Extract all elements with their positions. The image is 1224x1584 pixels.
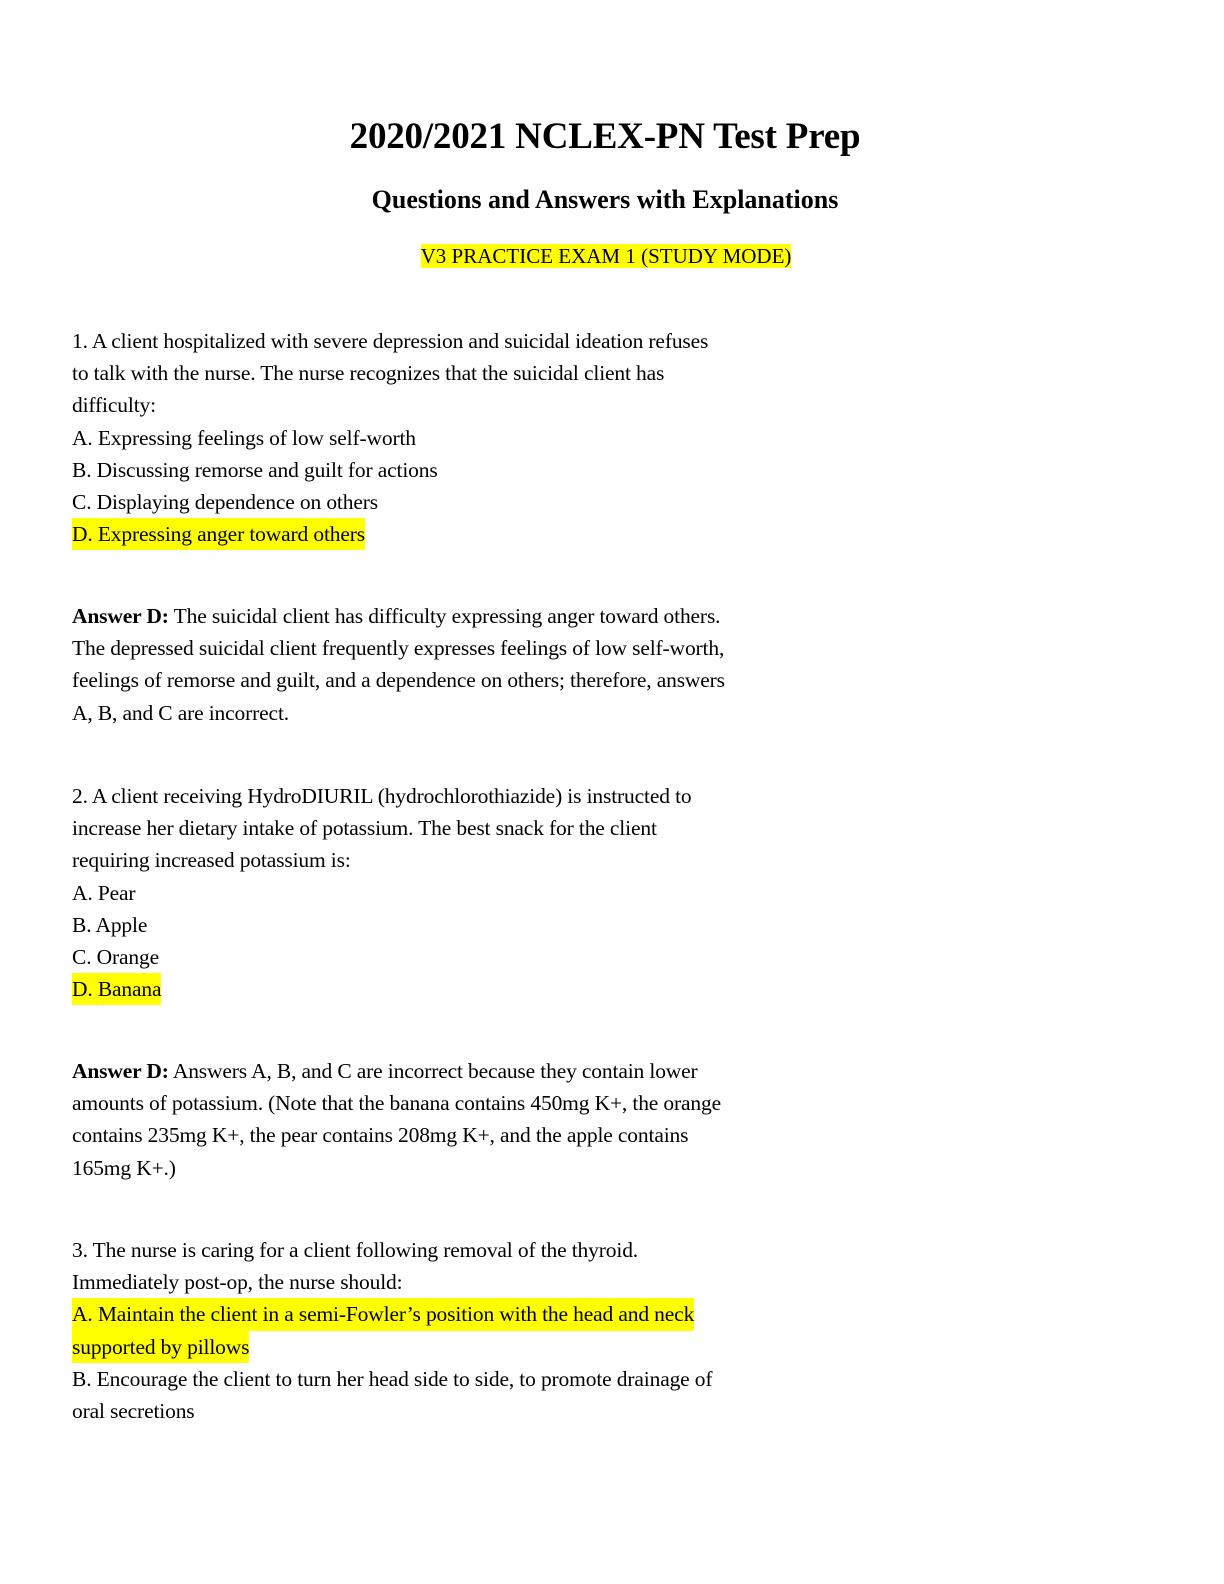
answer-prefix: Answer D: [72, 604, 169, 628]
question-stem-line: increase her dietary intake of potassium… [72, 816, 657, 841]
explanation-line: The suicidal client has difficulty expre… [168, 604, 721, 628]
question-stem-line: 1. A client hospitalized with severe dep… [72, 329, 709, 353]
answer-prefix: Answer D: [72, 1059, 169, 1083]
question-1: 1. A client hospitalized with severe dep… [72, 325, 872, 551]
document-subtitle: Questions and Answers with Explanations [371, 185, 839, 214]
answer-option-b-cont: oral secretions [72, 1399, 195, 1424]
explanation-line: contains 235mg K+, the pear contains 208… [72, 1123, 689, 1148]
answer-explanation-2: Answer D: Answers A, B, and C are incorr… [72, 1055, 872, 1184]
explanation-line: A, B, and C are incorrect. [72, 700, 289, 725]
answer-option-b: B. Encourage the client to turn her head… [72, 1366, 713, 1391]
answer-explanation-1: Answer D: The suicidal client has diffic… [72, 600, 872, 729]
explanation-line: Answers A, B, and C are incorrect becaus… [168, 1059, 698, 1083]
answer-option-c: C. Displaying dependence on others [72, 490, 378, 515]
explanation-line: amounts of potassium. (Note that the ban… [72, 1091, 722, 1116]
document-title: 2020/2021 NCLEX-PN Test Prep [349, 116, 861, 157]
explanation-line: feelings of remorse and guilt, and a dep… [72, 668, 725, 693]
question-2: 2. A client receiving HydroDIURIL (hydro… [72, 780, 872, 1006]
answer-option-b: B. Discussing remorse and guilt for acti… [72, 457, 438, 482]
answer-option-d-correct: D. Expressing anger toward others [72, 518, 365, 551]
answer-option-d-correct: D. Banana [72, 973, 162, 1006]
answer-option-a: A. Expressing feelings of low self-worth [72, 425, 416, 450]
question-stem-line: requiring increased potassium is: [72, 848, 351, 873]
answer-option-b: B. Apple [72, 912, 148, 937]
answer-option-a: A. Pear [72, 880, 136, 905]
question-stem-line: difficulty: [72, 393, 156, 418]
question-stem-line: Immediately post-op, the nurse should: [72, 1270, 403, 1295]
exam-label-container: V3 PRACTICE EXAM 1 (STUDY MODE) [0, 241, 1212, 271]
question-stem-line: 2. A client receiving HydroDIURIL (hydro… [72, 784, 692, 808]
exam-label: V3 PRACTICE EXAM 1 (STUDY MODE) [420, 244, 792, 268]
explanation-line: The depressed suicidal client frequently… [72, 636, 725, 661]
question-stem-line: 3. The nurse is caring for a client foll… [72, 1238, 639, 1262]
answer-option-c: C. Orange [72, 945, 160, 970]
question-stem-line: to talk with the nurse. The nurse recogn… [72, 361, 665, 386]
explanation-line: 165mg K+.) [72, 1155, 176, 1180]
question-3: 3. The nurse is caring for a client foll… [72, 1234, 872, 1427]
answer-option-a-correct-cont: supported by pillows [72, 1330, 250, 1363]
answer-option-a-correct: A. Maintain the client in a semi-Fowler’… [72, 1298, 694, 1331]
